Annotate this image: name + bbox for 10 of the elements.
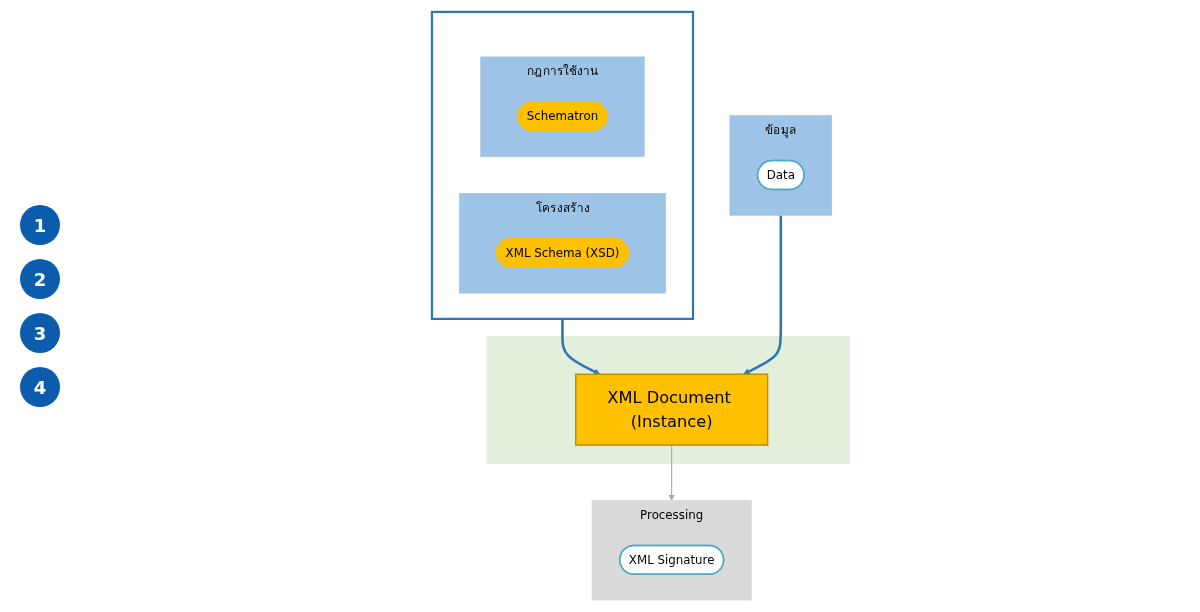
arrow bbox=[742, 215, 782, 375]
callout-number: 4 bbox=[20, 367, 60, 407]
arrow bbox=[560, 318, 600, 375]
callout-number: 2 bbox=[20, 259, 60, 299]
cluster bbox=[430, 10, 694, 320]
node-box: XML Document (Instance) bbox=[574, 373, 768, 446]
callout-number: 3 bbox=[20, 313, 60, 353]
arrow bbox=[667, 444, 675, 501]
cluster bbox=[485, 336, 849, 464]
callout-number: 1 bbox=[20, 205, 60, 245]
